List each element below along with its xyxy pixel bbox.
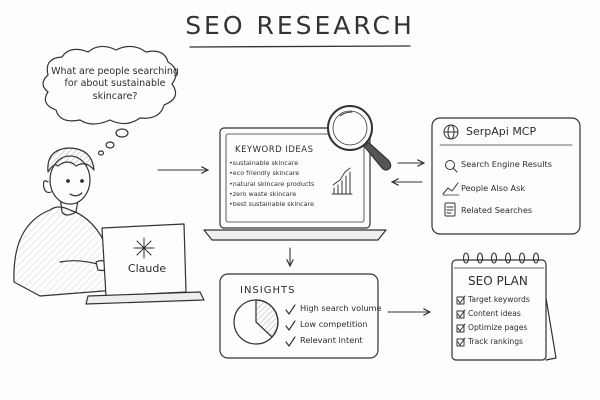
keyword-item: sustainable skincare: [229, 158, 314, 168]
keyword-item: eco friendly skincare: [229, 168, 314, 178]
title-underline: [189, 45, 411, 48]
person-illustration: [13, 147, 117, 297]
claude-logo-icon: [133, 237, 155, 259]
thought-bubble-text: What are people searching for about sust…: [51, 66, 179, 102]
serpapi-item-people-also-ask: People Also Ask: [461, 183, 526, 193]
document-icon: [444, 202, 456, 217]
insights-panel: [219, 273, 379, 359]
plan-item-content-ideas: Content ideas: [468, 309, 521, 318]
magnifying-glass-icon: [327, 105, 392, 171]
insight-check-icons: [285, 304, 296, 347]
plan-item-optimize-pages: Optimize pages: [468, 323, 528, 332]
search-icon: [445, 160, 458, 173]
laptop-brand-label: Claude: [127, 262, 167, 275]
serpapi-item-search-results: Search Engine Results: [461, 159, 552, 169]
keyword-item: best sustainable skincare: [229, 199, 314, 209]
plan-item-track-rankings: Track rankings: [468, 337, 523, 346]
insights-heading: INSIGHTS: [240, 285, 296, 296]
plan-item-target-keywords: Target keywords: [468, 295, 530, 304]
plan-checkbox-icons: [456, 295, 466, 347]
page-title: SEO RESEARCH: [185, 11, 415, 40]
pie-chart-icon: [233, 299, 279, 345]
seo-plan-calendar: [451, 252, 557, 361]
mini-bar-chart-icon: [331, 167, 353, 195]
keyword-item: zero waste skincare: [229, 189, 314, 199]
calendar-ring-icons: [462, 252, 540, 264]
keyword-ideas-heading: KEYWORD IDEAS: [235, 145, 314, 155]
serpapi-heading: SerpApi MCP: [466, 125, 537, 138]
insight-item-volume: High search volume: [300, 303, 382, 313]
insight-item-competition: Low competition: [300, 319, 368, 329]
thought-bubble: [42, 45, 177, 156]
serpapi-item-related-searches: Related Searches: [461, 205, 533, 215]
keyword-item: natural skincare products: [229, 179, 315, 189]
globe-icon: [443, 124, 459, 140]
laptop-illustration: [85, 223, 205, 305]
insight-item-intent: Relevant intent: [300, 335, 363, 345]
trend-icon: [442, 182, 460, 196]
keyword-list: sustainable skincare eco friendly skinca…: [229, 158, 315, 209]
seo-plan-heading: SEO PLAN: [468, 274, 528, 288]
serpapi-panel: [431, 117, 581, 235]
